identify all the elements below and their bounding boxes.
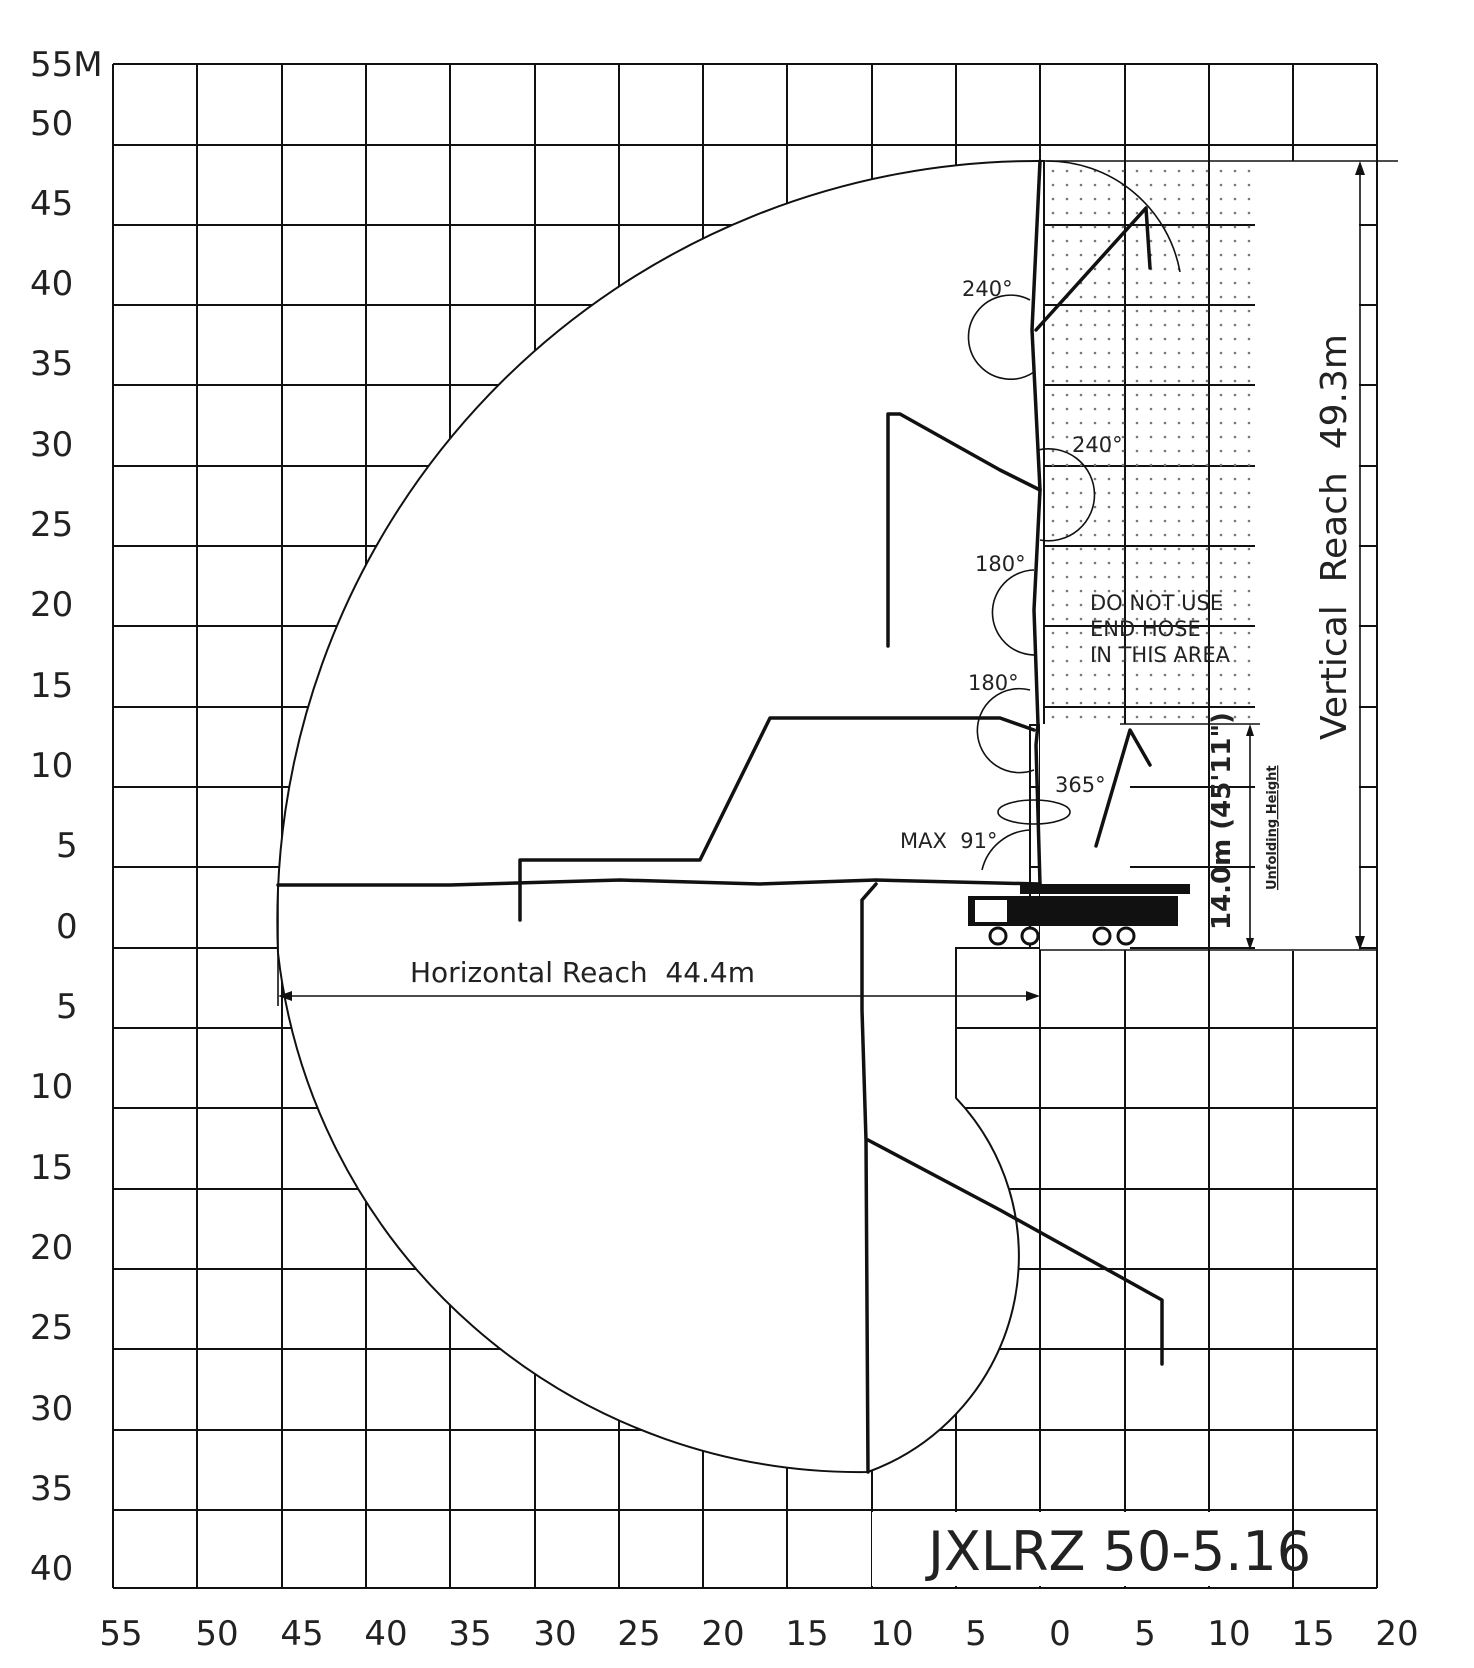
angle-label: 180° (968, 671, 1019, 695)
x-tick: 25 (617, 1614, 660, 1654)
x-tick: 15 (785, 1614, 828, 1654)
angle-labels: 240° 240° 180° 180° 365° MAX 91° (900, 277, 1123, 853)
y-tick: 50 (30, 104, 73, 144)
x-tick: 20 (701, 1614, 744, 1654)
x-tick: 30 (533, 1614, 576, 1654)
y-tick: 40 (30, 264, 73, 304)
angle-arcs (967, 294, 1096, 871)
y-tick: 15 (30, 1148, 73, 1188)
y-tick: 40 (30, 1549, 73, 1589)
x-axis-labels: 55 50 45 40 35 30 25 20 15 10 5 0 5 10 1… (99, 1614, 1418, 1654)
x-tick: 50 (195, 1614, 238, 1654)
warning-text: DO NOT USE END HOSE IN THIS AREA (1090, 591, 1231, 667)
vertical-reach-label: Vertical Reach 49.3m (1314, 334, 1355, 740)
x-tick: 20 (1375, 1614, 1418, 1654)
x-tick: 40 (364, 1614, 407, 1654)
x-tick: 10 (870, 1614, 913, 1654)
y-tick: 25 (30, 1308, 73, 1348)
x-tick: 10 (1207, 1614, 1250, 1654)
y-tick: 55M (30, 45, 103, 85)
warning-line: IN THIS AREA (1090, 643, 1231, 667)
x-tick: 5 (965, 1614, 987, 1654)
y-tick: 35 (30, 344, 73, 384)
y-tick: 10 (30, 746, 73, 786)
truck-icon (968, 884, 1190, 946)
x-tick: 55 (99, 1614, 142, 1654)
angle-label: 240° (1072, 433, 1123, 457)
x-tick: 45 (280, 1614, 323, 1654)
warning-line: DO NOT USE (1090, 591, 1223, 615)
y-tick: 5 (56, 826, 78, 866)
title-box (872, 1512, 1292, 1586)
unfolding-height-value: 14.0m (45'11") (1207, 712, 1237, 930)
reach-envelope (276, 159, 1045, 1474)
angle-label: MAX 91° (900, 829, 997, 853)
horizontal-reach-label: Horizontal Reach 44.4m (410, 956, 755, 989)
angle-label: 180° (975, 552, 1026, 576)
y-tick: 10 (30, 1067, 73, 1107)
y-tick: 0 (56, 907, 78, 947)
x-tick: 35 (448, 1614, 491, 1654)
y-tick: 5 (56, 987, 78, 1027)
y-axis-labels: 55M 50 45 40 35 30 25 20 15 10 5 0 5 10 … (30, 45, 103, 1589)
y-tick: 20 (30, 1228, 73, 1268)
y-tick: 15 (30, 666, 73, 706)
y-tick: 45 (30, 184, 73, 224)
dimension-strip (1255, 161, 1359, 951)
boom-positions (276, 159, 1181, 1474)
y-tick: 30 (30, 425, 73, 465)
vertical-reach-dimension (1040, 160, 1398, 951)
horizontal-reach-dimension (277, 885, 1040, 1006)
warning-line: END HOSE (1090, 617, 1201, 641)
model-title: JXLRZ 50-5.16 (925, 1520, 1311, 1583)
y-tick: 35 (30, 1469, 73, 1509)
x-tick: 5 (1134, 1614, 1156, 1654)
angle-label: 365° (1055, 773, 1106, 797)
y-tick: 25 (30, 505, 73, 545)
y-tick: 30 (30, 1389, 73, 1429)
unfolding-height-label: Unfolding Height (1265, 765, 1280, 890)
y-tick: 20 (30, 585, 73, 625)
angle-label: 240° (962, 277, 1013, 301)
x-tick: 0 (1049, 1614, 1071, 1654)
x-tick: 15 (1291, 1614, 1334, 1654)
